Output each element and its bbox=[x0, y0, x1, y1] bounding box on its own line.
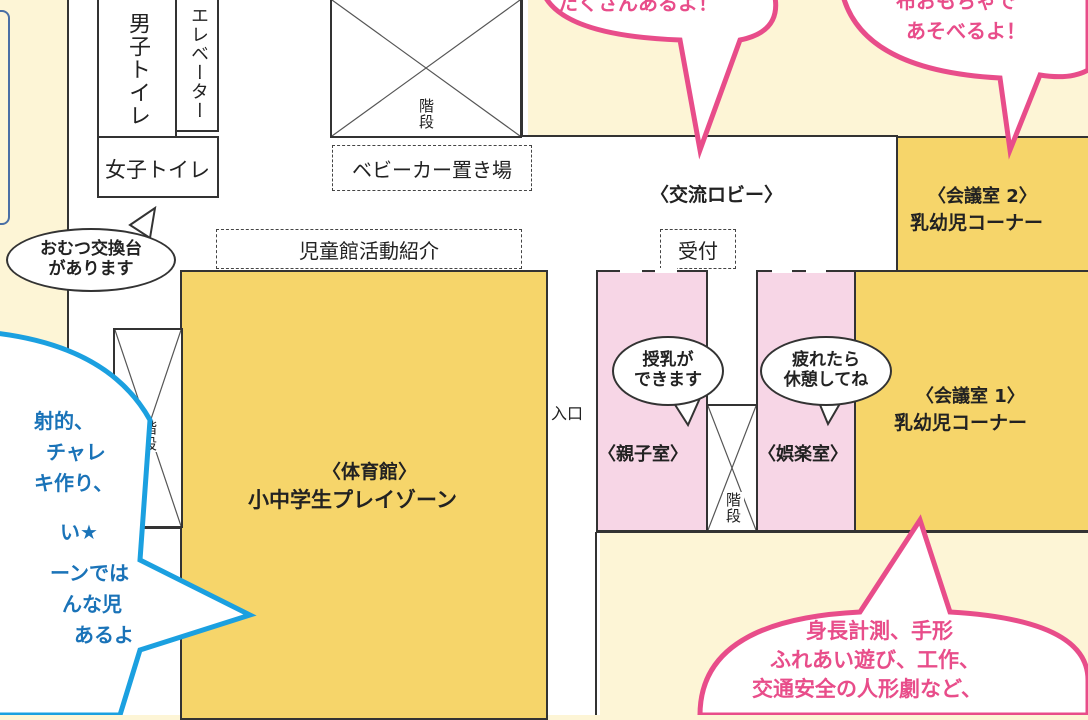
meeting-room-2-title: 〈会議室 2〉 bbox=[928, 186, 1037, 207]
gym-room: 〈体育館〉 小中学生プレイゾーン bbox=[180, 270, 548, 720]
meeting-room-1: 〈会議室 1〉 乳幼児コーナー bbox=[854, 270, 1088, 532]
rest-bubble-line2: 休憩してね bbox=[783, 370, 869, 390]
parent-child-room-label: 〈親子室〉 bbox=[598, 444, 688, 465]
blue-callout-text: 射的、 チャレ キ作り、 い★ ーンでは んな児 あるよ bbox=[6, 406, 134, 651]
blue-info-box bbox=[0, 10, 10, 225]
blue-line-1: 射的、 bbox=[34, 409, 94, 433]
meeting-room-1-title: 〈会議室 1〉 bbox=[916, 386, 1025, 407]
stroller-area: ベビーカー置き場 bbox=[332, 145, 532, 191]
blue-line-4: い★ bbox=[60, 520, 98, 544]
diaper-bubble-line1: おむつ交換台 bbox=[40, 239, 142, 260]
rest-bubble: 疲れたら 休憩してね bbox=[760, 336, 892, 406]
pink-callout-top-right-1: 布おもちゃで bbox=[896, 0, 1016, 13]
stairs-cross-icon bbox=[332, 0, 520, 136]
rest-bubble-line1: 疲れたら bbox=[792, 350, 860, 371]
blue-line-2: チャレ bbox=[46, 440, 106, 464]
pink-callout-bottom-2: ふれあい遊び、工作、 bbox=[770, 648, 980, 672]
blue-line-7: あるよ bbox=[74, 623, 134, 647]
elevator-room: エレベーター bbox=[175, 0, 219, 132]
blue-line-3: キ作り、 bbox=[34, 471, 114, 495]
womens-toilet-room: 女子トイレ bbox=[97, 136, 219, 198]
mens-toilet-label: 男子トイレ bbox=[125, 12, 150, 127]
blue-callout-shape bbox=[0, 331, 257, 715]
lobby-label: 〈交流ロビー〉 bbox=[650, 184, 784, 206]
pink-callout-top-right-2: あそべるよ！ bbox=[906, 19, 1026, 43]
rest-room-label: 〈娯楽室〉 bbox=[758, 444, 848, 465]
blue-line-6: んな児 bbox=[62, 592, 122, 616]
nursing-bubble-line1: 授乳が bbox=[642, 350, 694, 371]
door-gap-parent-2 bbox=[655, 268, 677, 273]
elevator-label: エレベーター bbox=[188, 6, 209, 120]
activity-intro-board: 児童館活動紹介 bbox=[216, 229, 522, 269]
gym-subtitle: 小中学生プレイゾーン bbox=[248, 488, 457, 512]
center-stairs-label: 階段 bbox=[723, 492, 744, 524]
meeting-room-1-subtitle: 乳幼児コーナー bbox=[894, 412, 1028, 434]
nursing-bubble: 授乳が できます bbox=[612, 336, 724, 406]
reception-desk: 受付 bbox=[660, 229, 736, 269]
pink-callout-bottom-1: 身長計測、手形 bbox=[806, 619, 953, 643]
nursing-bubble-line2: できます bbox=[634, 370, 702, 390]
pink-callout-bottom-3: 交通安全の人形劇など、 bbox=[752, 677, 982, 701]
door-gap-rest-2 bbox=[806, 268, 826, 273]
entrance-corridor bbox=[545, 270, 600, 715]
womens-toilet-label: 女子トイレ bbox=[105, 158, 210, 182]
entrance-label: 入口 bbox=[551, 404, 584, 423]
door-gap-parent bbox=[620, 268, 642, 273]
diaper-bubble-line2: があります bbox=[48, 259, 134, 279]
meeting-room-2-subtitle: 乳幼児コーナー bbox=[910, 212, 1044, 234]
meeting-room-2: 〈会議室 2〉 乳幼児コーナー bbox=[896, 136, 1088, 274]
top-stairs: 階段 bbox=[330, 0, 522, 138]
diaper-bubble: おむつ交換台 があります bbox=[6, 228, 176, 292]
blue-line-5: ーンでは bbox=[50, 561, 129, 585]
top-stairs-label: 階段 bbox=[416, 98, 437, 130]
gym-title: 〈体育館〉 bbox=[322, 461, 418, 483]
door-gap-rest bbox=[772, 268, 792, 273]
pink-callout-top-left: たくさんあるよ！ bbox=[558, 0, 718, 15]
stairs-cross-icon-2 bbox=[708, 406, 756, 530]
